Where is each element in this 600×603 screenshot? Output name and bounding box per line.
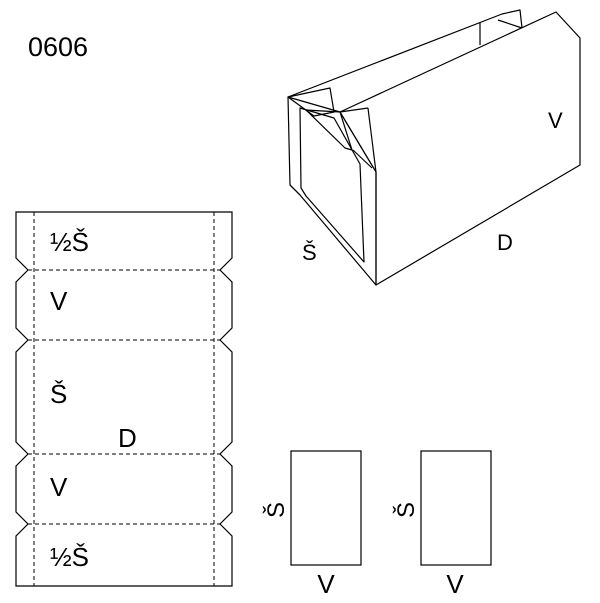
net-panel-label: V	[50, 286, 68, 316]
net-fold-lines	[28, 212, 220, 586]
net-panel-label: Š	[50, 379, 67, 409]
box-label-d: D	[497, 230, 513, 255]
end-piece: Š V	[262, 450, 362, 599]
end-piece-side-label: Š	[392, 502, 420, 518]
end-piece-rect	[420, 450, 492, 566]
box-3d-illustration	[287, 9, 581, 286]
end-piece-bottom-label: V	[446, 569, 464, 599]
product-code: 0606	[28, 32, 88, 62]
box-edge	[339, 107, 369, 113]
box-top-fold	[497, 19, 523, 29]
box-label-v: V	[548, 108, 563, 133]
box-end-inner	[299, 107, 365, 263]
end-piece-side-label: Š	[262, 502, 290, 518]
net-outline	[15, 211, 233, 587]
box-label-s: Š	[302, 240, 317, 265]
box-edge	[352, 149, 373, 169]
end-piece: Š V	[392, 450, 492, 599]
net-length-label: D	[118, 423, 137, 453]
box-net: ½Š V Š V ½Š D	[15, 211, 233, 587]
box-edge	[367, 107, 377, 173]
box-edge	[289, 184, 301, 196]
net-panel-label: ½Š	[50, 542, 89, 572]
net-panel-label: V	[50, 472, 68, 502]
box-end-flap-inner	[305, 109, 353, 151]
end-piece-bottom-label: V	[317, 569, 335, 599]
net-panel-label: ½Š	[50, 227, 89, 257]
box-top-edge	[287, 9, 523, 98]
end-piece-rect	[290, 450, 362, 566]
